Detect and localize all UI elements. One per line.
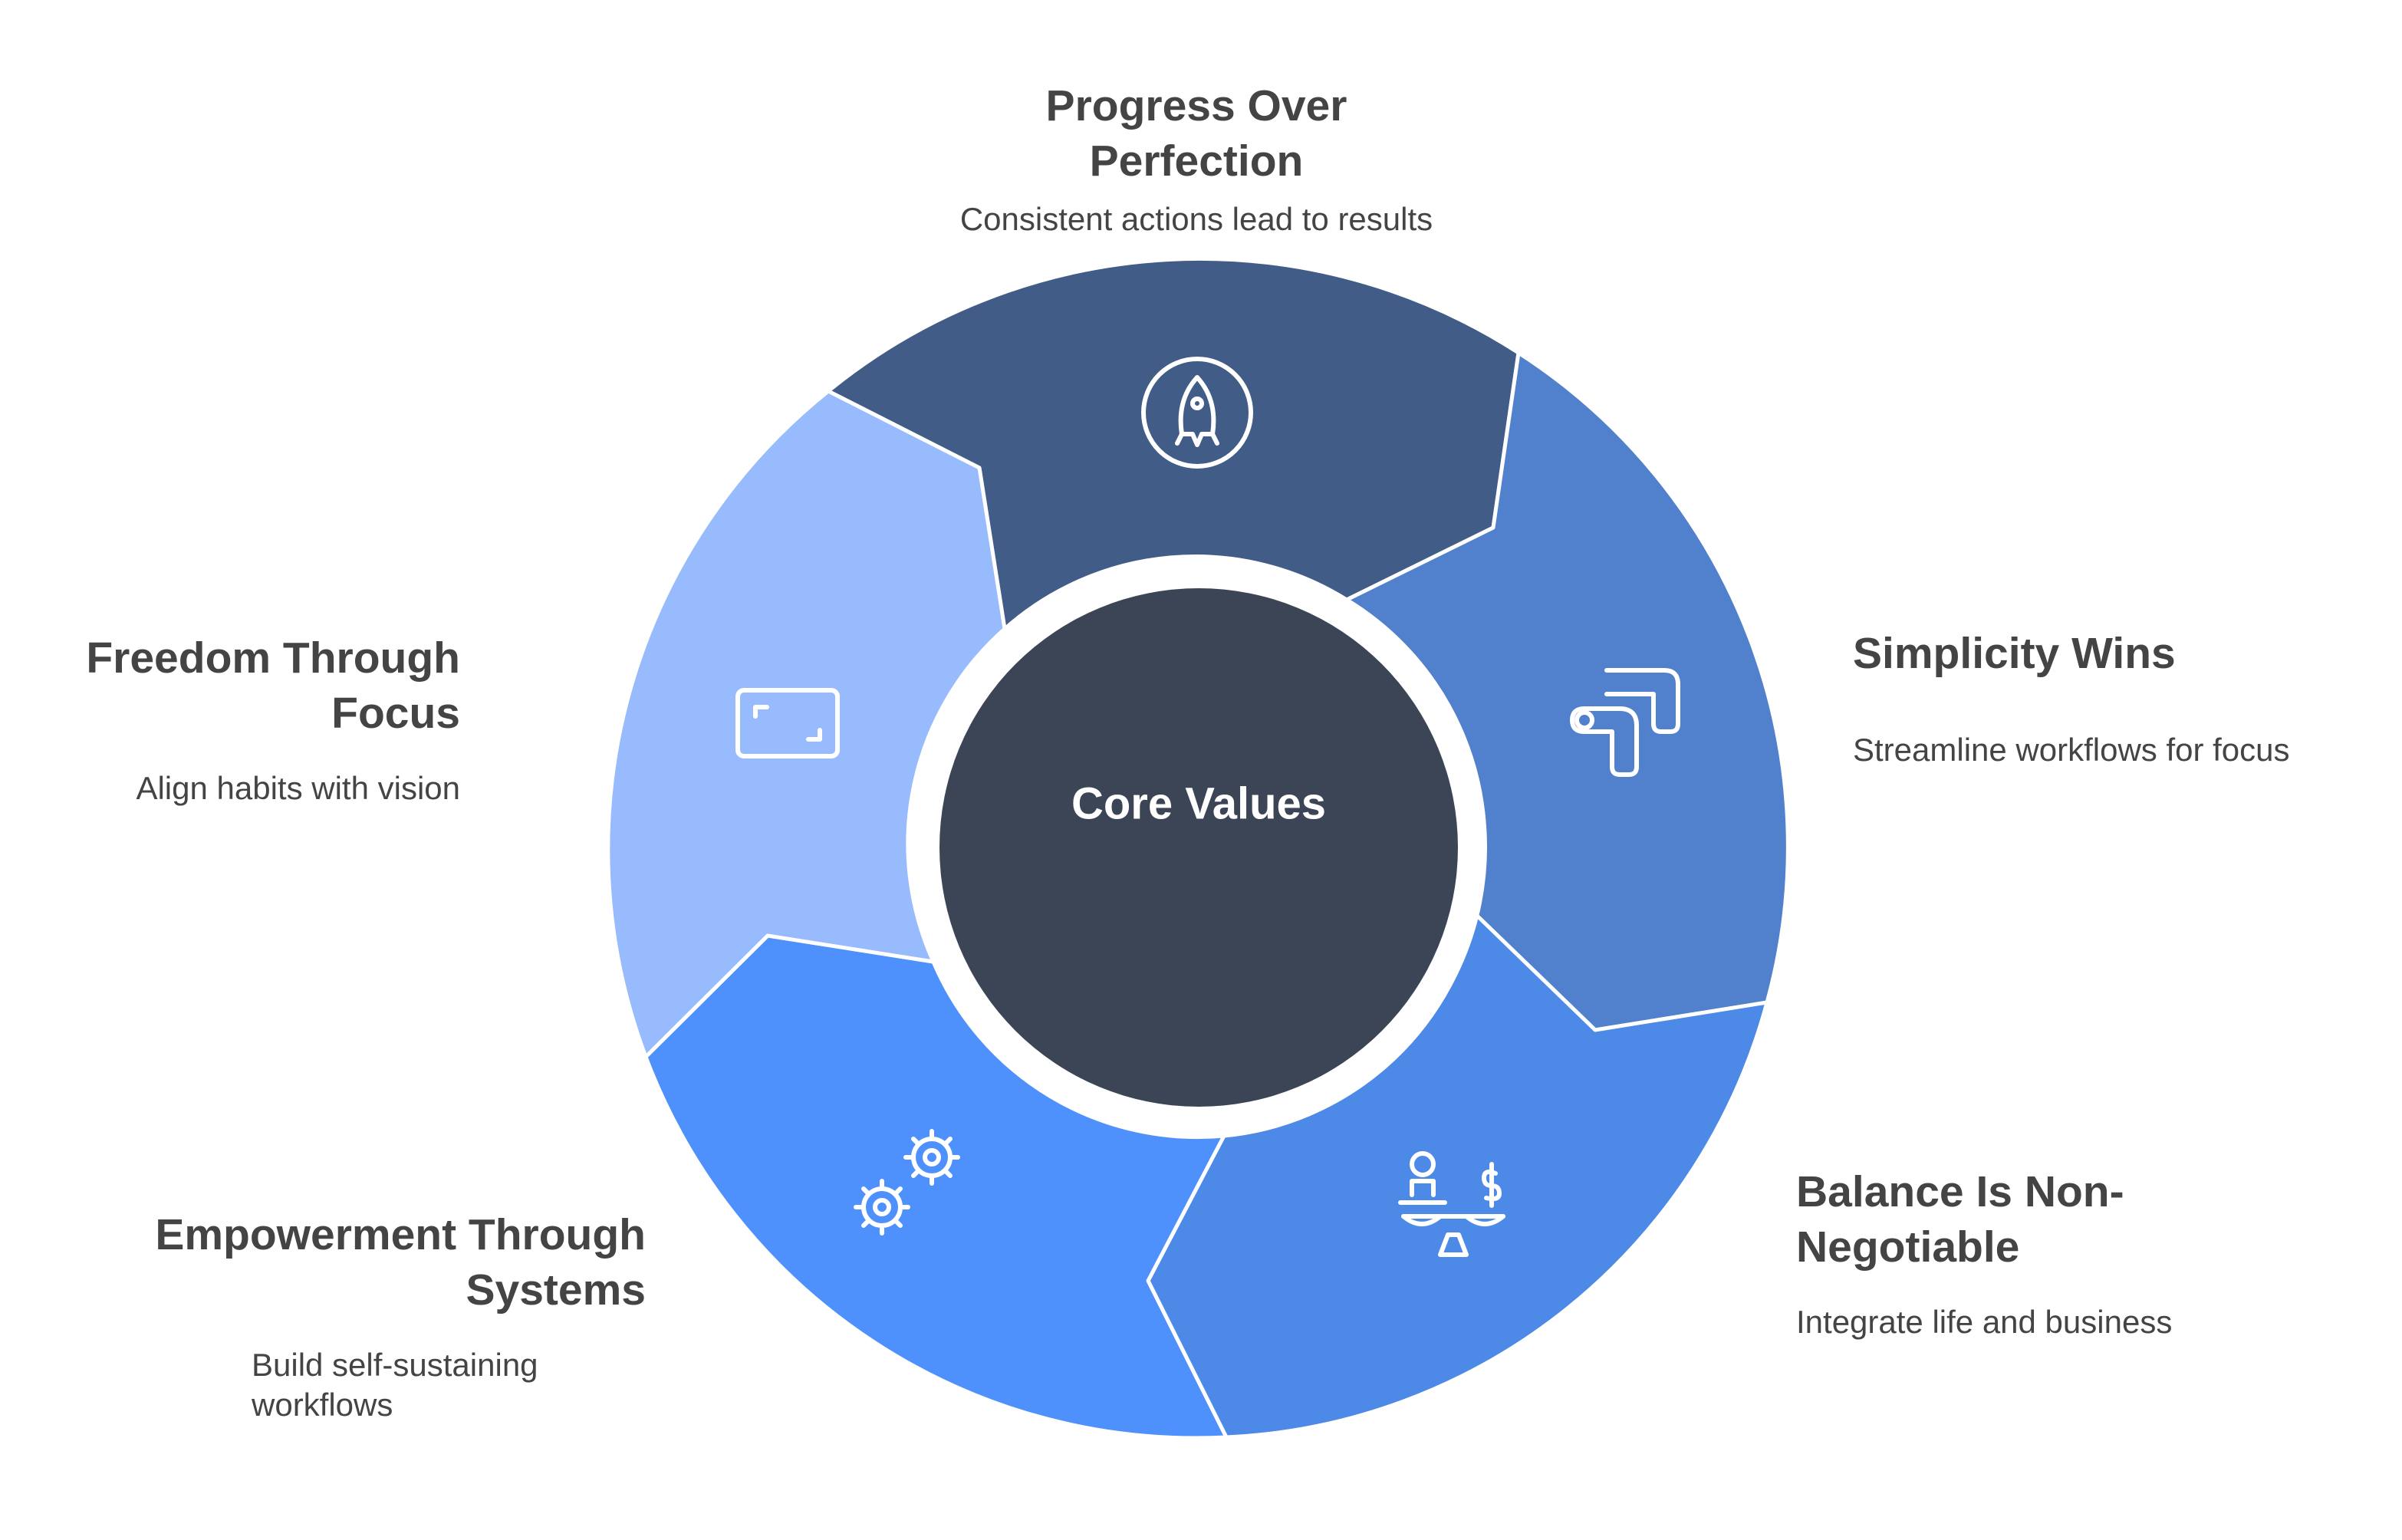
label-freedom: Freedom Through Focus Align habits with …	[46, 630, 460, 808]
progress-description: Consistent actions lead to results	[959, 201, 1433, 237]
simplicity-title: Simplicity Wins	[1853, 629, 2176, 678]
freedom-title-line-2: Focus	[331, 689, 460, 738]
segment-freedom[interactable]	[606, 389, 1007, 1059]
simplicity-description: Streamline workflows for focus	[1853, 732, 2290, 768]
focus-frame-icon	[735, 688, 840, 758]
label-empowerment: Empowerment Through Systems Build self-s…	[107, 1207, 646, 1425]
pipe-flow-icon	[1570, 668, 1680, 777]
balance-description: Integrate life and business	[1796, 1304, 2173, 1340]
segment-empowerment[interactable]	[643, 933, 1229, 1440]
center-label: Core Values	[1071, 778, 1326, 828]
progress-title-line-2: Perfection	[1089, 137, 1304, 186]
label-simplicity: Simplicity Wins Streamline workflows for…	[1853, 626, 2390, 770]
segment-progress[interactable]	[826, 256, 1521, 631]
balance-title-line-2: Negotiable	[1796, 1222, 2020, 1272]
balance-title-line-1: Balance Is Non-	[1796, 1167, 2124, 1216]
empowerment-title-line-2: Systems	[466, 1265, 647, 1315]
freedom-description: Align habits with vision	[136, 770, 460, 806]
center-circle[interactable]	[939, 588, 1458, 1107]
progress-title-line-1: Progress Over	[1045, 81, 1347, 130]
label-progress: Progress Over Perfection Consistent acti…	[890, 78, 1503, 239]
empowerment-title-line-1: Empowerment Through	[155, 1210, 646, 1259]
empowerment-description: Build self-sustaining workflows	[252, 1347, 538, 1423]
label-balance: Balance Is Non- Negotiable Integrate lif…	[1796, 1164, 2379, 1342]
freedom-title-line-1: Freedom Through	[86, 633, 460, 683]
balance-scale-icon	[1398, 1151, 1505, 1257]
rocket-icon	[1141, 357, 1253, 469]
gears-icon	[854, 1129, 960, 1236]
